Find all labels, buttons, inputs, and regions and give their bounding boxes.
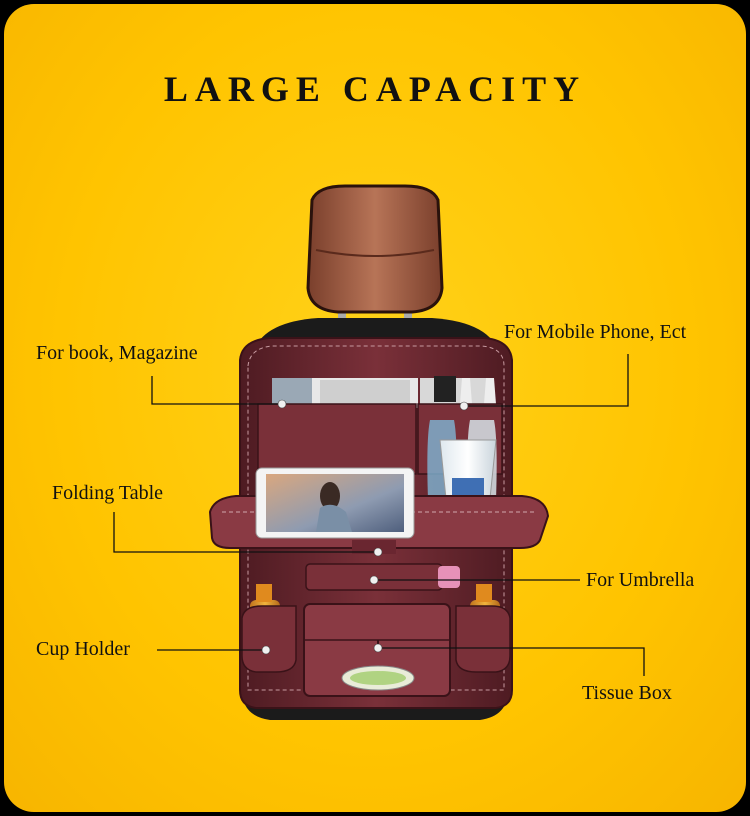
cup-holder-right: [455, 584, 511, 673]
label-folding-table: Folding Table: [52, 482, 164, 504]
label-book-magazine: For book, Magazine: [36, 342, 198, 364]
folding-table: [208, 467, 550, 554]
label-tissue-box: Tissue Box: [582, 682, 672, 704]
callout-lines: [113, 354, 645, 676]
callout-book: [151, 376, 282, 405]
label-umbrella: For Umbrella: [586, 569, 695, 591]
cup-holder-left: [241, 584, 297, 673]
label-mobile-phone: For Mobile Phone, Ect: [504, 321, 687, 343]
tablet-image: [255, 467, 415, 539]
callout-dots: [261, 399, 469, 655]
umbrella-slot: [305, 563, 460, 591]
headrest: [306, 184, 444, 338]
magazine-pocket: [257, 378, 418, 475]
headline-title: LARGE CAPACITY: [163, 69, 587, 109]
callout-table: [113, 512, 378, 553]
callout-tissue: [378, 647, 645, 676]
callout-phone: [464, 354, 629, 407]
label-cup-holder: Cup Holder: [36, 638, 130, 660]
